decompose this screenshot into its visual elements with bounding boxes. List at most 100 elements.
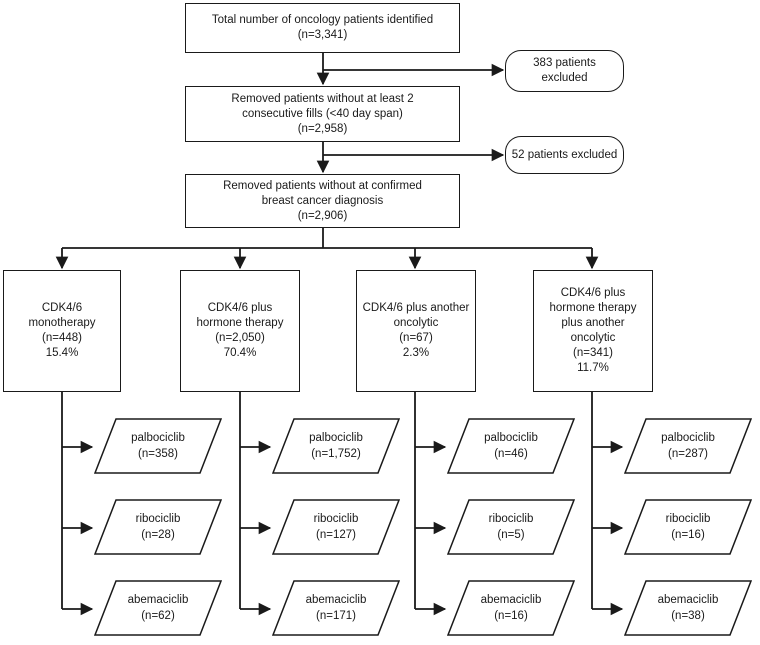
drug-node-abemaciclib: abemaciclib (n=38)	[624, 580, 752, 636]
group-1-line: monotherapy	[28, 317, 96, 329]
total-patients-title: Total number of oncology patients identi…	[211, 14, 434, 26]
parallelogram-shape	[94, 499, 222, 555]
group-box-3: CDK4/6 plus another oncolytic (n=67) 2.3…	[356, 270, 476, 392]
drug-label: ribociclib (n=5)	[447, 499, 575, 555]
drug-node-palbociclib: palbociclib (n=287)	[624, 418, 752, 474]
drug-node-ribociclib: ribociclib (n=127)	[272, 499, 400, 555]
drug-name: palbociclib	[484, 432, 538, 444]
total-patients-box: Total number of oncology patients identi…	[185, 3, 460, 53]
diagnosis-filter-line2: breast cancer diagnosis	[261, 194, 384, 207]
parallelogram-shape	[624, 580, 752, 636]
parallelogram-shape	[447, 499, 575, 555]
drug-node-abemaciclib: abemaciclib (n=16)	[447, 580, 575, 636]
diagnosis-filter-count: (n=2,906)	[297, 209, 348, 222]
parallelogram-shape	[272, 499, 400, 555]
parallelogram-shape	[272, 418, 400, 474]
drug-label: abemaciclib (n=171)	[272, 580, 400, 636]
group-1-line: CDK4/6	[41, 302, 83, 314]
drug-count: (n=171)	[316, 610, 356, 622]
group-4-line: (n=341)	[573, 347, 613, 359]
drug-count: (n=38)	[671, 610, 705, 622]
excluded-1-line2: excluded	[541, 72, 588, 84]
group-3-line: (n=67)	[399, 332, 433, 344]
drug-node-palbociclib: palbociclib (n=46)	[447, 418, 575, 474]
drug-node-palbociclib: palbociclib (n=358)	[94, 418, 222, 474]
drug-count: (n=1,752)	[311, 448, 361, 460]
group-2-line: hormone therapy	[196, 317, 284, 329]
drug-count: (n=62)	[141, 610, 175, 622]
drug-count: (n=287)	[668, 448, 708, 460]
group-4-line: CDK4/6 plus	[560, 287, 626, 299]
drug-node-abemaciclib: abemaciclib (n=62)	[94, 580, 222, 636]
group-box-2: CDK4/6 plus hormone therapy (n=2,050) 70…	[180, 270, 300, 392]
parallelogram-shape	[94, 418, 222, 474]
drug-label: abemaciclib (n=16)	[447, 580, 575, 636]
drug-count: (n=46)	[494, 448, 528, 460]
fills-filter-line1: Removed patients without at least 2	[231, 92, 414, 105]
drug-label: palbociclib (n=287)	[624, 418, 752, 474]
drug-name: palbociclib	[131, 432, 185, 444]
group-3-line: oncolytic	[393, 317, 439, 329]
diagnosis-filter-line1: Removed patients without at confirmed	[223, 179, 422, 192]
excluded-1-line1: 383 patients	[533, 57, 596, 69]
group-box-1: CDK4/6 monotherapy (n=448) 15.4%	[3, 270, 121, 392]
drug-label: palbociclib (n=1,752)	[272, 418, 400, 474]
excluded-box-2: 52 patients excluded	[505, 136, 624, 174]
parallelogram-shape	[447, 580, 575, 636]
drug-node-ribociclib: ribociclib (n=28)	[94, 499, 222, 555]
drug-name: abemaciclib	[305, 594, 367, 606]
parallelogram-shape	[272, 580, 400, 636]
drug-count: (n=127)	[316, 529, 356, 541]
drug-label: abemaciclib (n=62)	[94, 580, 222, 636]
drug-name: ribociclib	[488, 513, 534, 525]
drug-name: palbociclib	[661, 432, 715, 444]
drug-count: (n=16)	[671, 529, 705, 541]
group-4-line: oncolytic	[570, 332, 616, 344]
group-4-line: 11.7%	[577, 362, 609, 374]
drug-label: ribociclib (n=28)	[94, 499, 222, 555]
drug-label: ribociclib (n=127)	[272, 499, 400, 555]
drug-name: abemaciclib	[657, 594, 719, 606]
group-1-line: 15.4%	[45, 347, 79, 359]
parallelogram-shape	[94, 580, 222, 636]
drug-label: ribociclib (n=16)	[624, 499, 752, 555]
fills-filter-line2: consecutive fills (<40 day span)	[242, 107, 403, 120]
group-4-line: hormone therapy	[549, 302, 637, 314]
drug-count: (n=358)	[138, 448, 178, 460]
parallelogram-shape	[624, 499, 752, 555]
drug-count: (n=5)	[497, 529, 525, 541]
group-2-line: CDK4/6 plus	[207, 302, 273, 314]
drug-node-ribociclib: ribociclib (n=16)	[624, 499, 752, 555]
fills-filter-count: (n=2,958)	[297, 122, 348, 135]
parallelogram-shape	[624, 418, 752, 474]
group-3-line: CDK4/6 plus another	[362, 302, 470, 314]
drug-label: palbociclib (n=46)	[447, 418, 575, 474]
drug-name: palbociclib	[309, 432, 363, 444]
drug-label: palbociclib (n=358)	[94, 418, 222, 474]
drug-name: abemaciclib	[127, 594, 189, 606]
drug-node-abemaciclib: abemaciclib (n=171)	[272, 580, 400, 636]
group-2-line: (n=2,050)	[215, 332, 265, 344]
drug-count: (n=16)	[494, 610, 528, 622]
group-3-line: 2.3%	[402, 347, 430, 359]
drug-name: ribociclib	[135, 513, 181, 525]
parallelogram-shape	[447, 418, 575, 474]
drug-label: abemaciclib (n=38)	[624, 580, 752, 636]
drug-name: ribociclib	[313, 513, 359, 525]
group-box-4: CDK4/6 plus hormone therapy plus another…	[533, 270, 653, 392]
diagnosis-filter-box: Removed patients without at confirmed br…	[185, 174, 460, 228]
drug-name: abemaciclib	[480, 594, 542, 606]
drug-count: (n=28)	[141, 529, 175, 541]
drug-node-palbociclib: palbociclib (n=1,752)	[272, 418, 400, 474]
group-4-line: plus another	[561, 317, 625, 329]
excluded-box-1: 383 patients excluded	[505, 50, 624, 92]
drug-node-ribociclib: ribociclib (n=5)	[447, 499, 575, 555]
drug-name: ribociclib	[665, 513, 711, 525]
excluded-2-line1: 52 patients excluded	[511, 148, 618, 161]
group-2-line: 70.4%	[223, 347, 257, 359]
fills-filter-box: Removed patients without at least 2 cons…	[185, 86, 460, 142]
total-patients-count: (n=3,341)	[297, 29, 348, 41]
group-1-line: (n=448)	[42, 332, 82, 344]
